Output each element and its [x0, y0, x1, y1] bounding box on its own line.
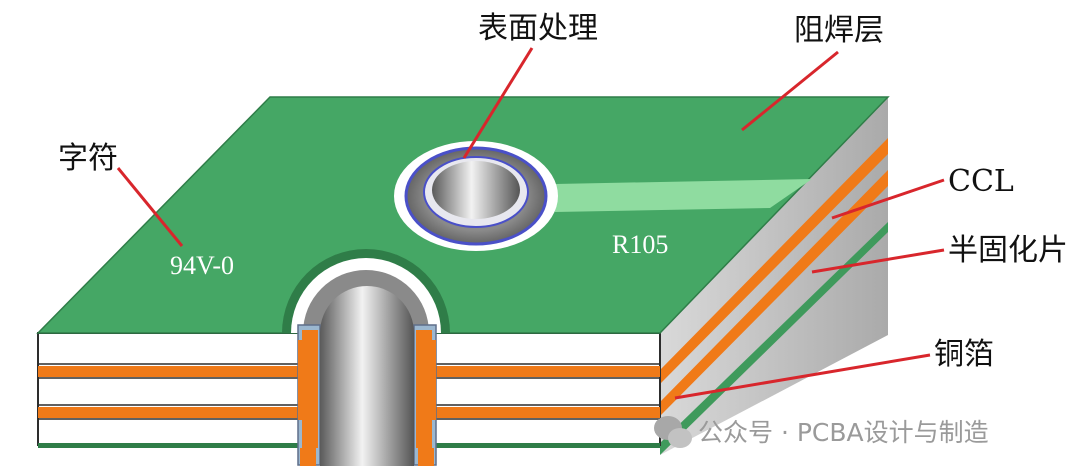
silkscreen-ref: R105	[612, 230, 668, 259]
barrel-copper-right	[416, 330, 436, 448]
right-side-face	[660, 98, 888, 455]
label-surface-finish: 表面处理	[478, 11, 598, 46]
leader-copper-foil	[674, 353, 931, 400]
silkscreen-rating: 94V-0	[170, 251, 234, 280]
leader-lines	[116, 47, 945, 400]
leader-solder-mask	[741, 50, 839, 132]
wechat-icon	[654, 416, 692, 448]
via-hole	[432, 161, 520, 219]
leader-prepreg	[811, 248, 945, 274]
watermark-text: 公众号 · PCBA设计与制造	[698, 418, 989, 447]
label-legend: 字符	[58, 141, 118, 176]
surface-trace	[555, 179, 812, 212]
leader-ccl	[831, 178, 945, 220]
copper-layer-right-1	[436, 366, 660, 377]
leader-surface-finish	[462, 47, 534, 159]
copper-layer-right-2	[436, 407, 660, 418]
label-copper-foil: 铜箔	[934, 337, 994, 372]
label-solder-mask: 阻焊层	[794, 13, 884, 48]
top-via	[394, 141, 558, 251]
copper-layer-left-2	[38, 407, 300, 418]
barrel-copper-left	[298, 330, 318, 448]
leader-legend	[116, 167, 184, 247]
copper-layer-left-1	[38, 366, 300, 377]
label-prepreg: 半固化片	[948, 233, 1068, 268]
front-through-hole	[282, 249, 450, 466]
watermark: 公众号 · PCBA设计与制造	[654, 416, 989, 448]
hole-barrel	[320, 286, 414, 466]
substrate-side	[660, 98, 888, 455]
side-copper-layer-2	[660, 170, 888, 416]
label-ccl: CCL	[948, 164, 1014, 199]
side-bottom-mask	[660, 222, 888, 455]
side-copper-layer-1	[660, 138, 888, 384]
